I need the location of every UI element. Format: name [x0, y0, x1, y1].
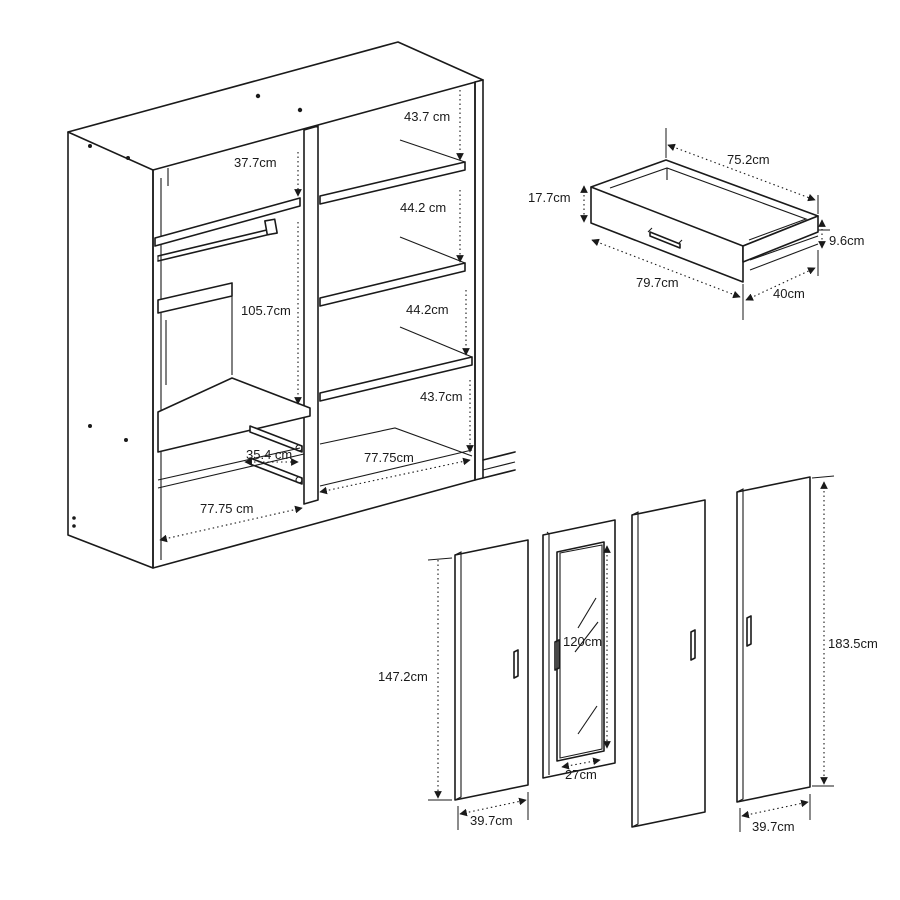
drawer-drawing: 75.2cm 17.7cm 9.6cm 79.7cm 40cm [528, 128, 864, 320]
dim-door-1-width: 39.7cm [470, 813, 513, 828]
right-shelf-2 [319, 262, 466, 307]
drawer-runner-top [249, 425, 303, 453]
dim-mirror-height: 120cm [563, 634, 602, 649]
right-shelf-3 [319, 356, 473, 402]
drawer-front-panel [590, 186, 744, 283]
door-1-handle [513, 649, 519, 679]
door-3 [631, 499, 706, 828]
dim-drawer-side-height: 9.6cm [829, 233, 864, 248]
door-4-handle [746, 615, 752, 647]
left-top-shelf [154, 197, 301, 247]
mirror-panel [556, 541, 605, 762]
door-1: 147.2cm 39.7cm [378, 539, 529, 830]
dim-shelf-right-3: 44.2cm [406, 302, 449, 317]
dim-inner-width-left: 77.75 cm [200, 501, 253, 516]
wardrobe-right-side-panel [474, 79, 484, 481]
door-3-handle [690, 629, 696, 661]
left-lower-shelf [157, 377, 311, 453]
mirror-door: 120cm 27cm [542, 519, 616, 782]
dim-door-1-height: 147.2cm [378, 669, 428, 684]
mirror-door-handle [554, 639, 560, 671]
dim-drawer-depth: 40cm [773, 286, 805, 301]
dim-shelf-right-1: 43.7 cm [404, 109, 450, 124]
door-4: 183.5cm 39.7cm [736, 475, 878, 834]
wardrobe-top-panel [67, 41, 484, 171]
right-shelf-1 [319, 161, 466, 205]
wardrobe-drawing: 37.7cm 43.7 cm 44.2 cm 44.2cm 43.7cm 105… [67, 41, 516, 569]
doors-drawing: 147.2cm 39.7cm 120cm 27cm [378, 475, 878, 834]
dim-drawer-inner-width: 75.2cm [727, 152, 770, 167]
dim-shelf-top-left: 37.7cm [234, 155, 277, 170]
wardrobe-center-divider [303, 125, 319, 505]
dim-shelf-right-2: 44.2 cm [400, 200, 446, 215]
dim-door-4-height: 183.5cm [828, 636, 878, 651]
wardrobe-left-side-panel [67, 131, 154, 569]
wardrobe-inner-outline [152, 81, 476, 569]
dim-hanging-height: 105.7cm [241, 303, 291, 318]
dim-shelf-right-4: 43.7cm [420, 389, 463, 404]
dim-mirror-width: 27cm [565, 767, 597, 782]
hanging-rail [157, 227, 276, 257]
left-small-board [157, 282, 233, 314]
dim-door-4-width: 39.7cm [752, 819, 795, 834]
dim-inner-width-right: 77.75cm [364, 450, 414, 465]
dim-drawer-front-width: 79.7cm [636, 275, 679, 290]
dim-drawer-front-height: 17.7cm [528, 190, 571, 205]
dim-drawer-space: 35.4 cm [246, 447, 292, 462]
